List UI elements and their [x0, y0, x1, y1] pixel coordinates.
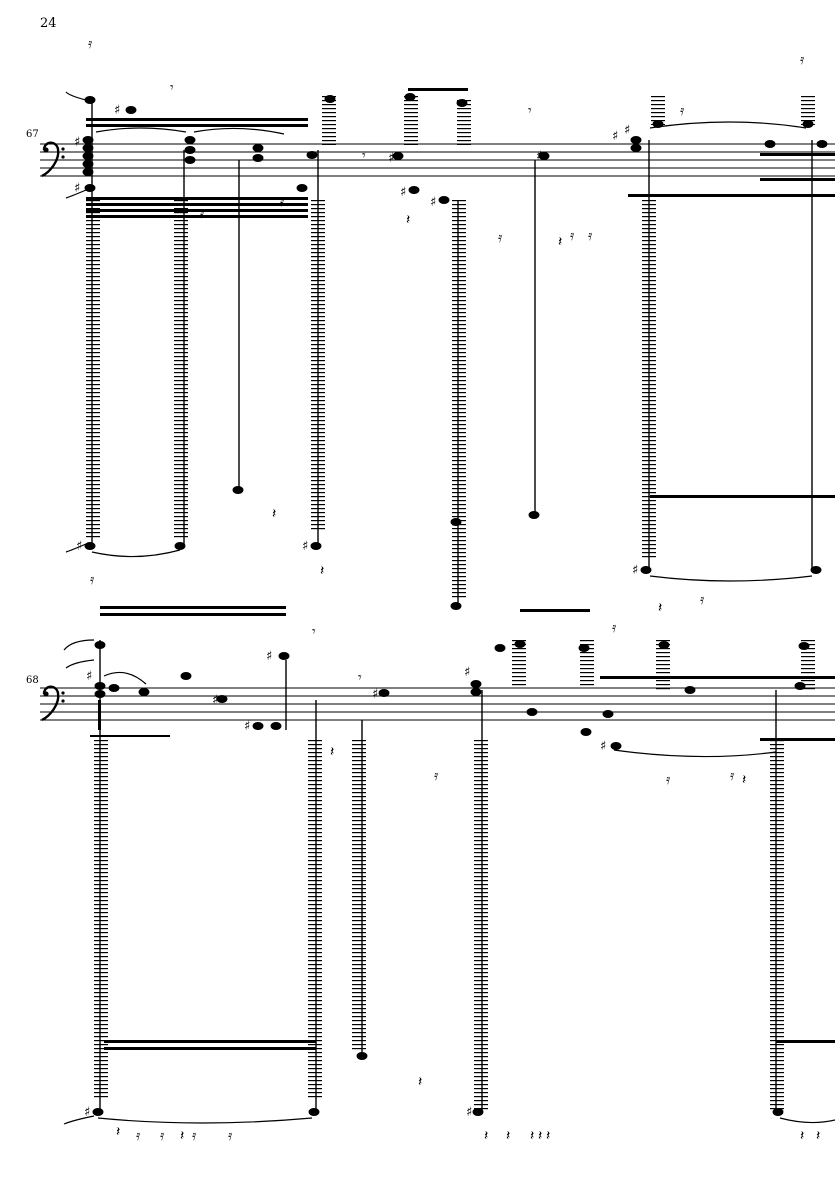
svg-text:𝄽: 𝄽: [530, 1128, 534, 1144]
svg-text:♯: ♯: [74, 181, 80, 196]
svg-text:𝄾: 𝄾: [528, 103, 532, 119]
svg-text:♯: ♯: [244, 719, 250, 734]
svg-text:𝄾: 𝄾: [170, 80, 174, 96]
svg-text:𝄽: 𝄽: [800, 1128, 804, 1144]
svg-text:𝄿: 𝄿: [666, 772, 671, 788]
svg-text:𝄿: 𝄿: [498, 230, 503, 246]
svg-text:𝄽: 𝄽: [406, 212, 410, 228]
svg-text:♯: ♯: [372, 687, 378, 702]
bass-clef-icon: [41, 685, 65, 722]
svg-text:♯: ♯: [536, 149, 542, 164]
svg-text:𝄿: 𝄿: [730, 768, 735, 784]
svg-text:♯: ♯: [84, 1105, 90, 1120]
svg-text:♯: ♯: [266, 649, 272, 664]
svg-text:𝄿: 𝄿: [88, 36, 93, 52]
svg-text:♯: ♯: [76, 539, 82, 554]
svg-text:𝄽: 𝄽: [742, 772, 746, 788]
ledger-stack: [474, 740, 488, 1110]
svg-text:𝄽: 𝄽: [484, 1128, 488, 1144]
svg-text:𝄿: 𝄿: [570, 228, 575, 244]
ledger-stack: [452, 200, 466, 600]
svg-text:𝄽: 𝄽: [272, 506, 276, 522]
svg-text:♯: ♯: [74, 135, 80, 150]
bass-clef-icon: [41, 141, 65, 178]
staff-lines-1: [40, 143, 835, 177]
svg-text:♯: ♯: [114, 103, 120, 118]
ledger-stack: [352, 740, 366, 1050]
ledger-stack: [512, 640, 526, 688]
ledger-stack: [308, 740, 322, 1100]
svg-text:𝄽: 𝄽: [538, 1128, 542, 1144]
staff-lines-2: [40, 687, 835, 721]
ledger-stack: [174, 200, 188, 540]
svg-text:𝄽: 𝄽: [418, 1074, 422, 1090]
svg-text:♯: ♯: [624, 123, 630, 138]
svg-text:♯: ♯: [464, 665, 470, 680]
svg-text:♯: ♯: [466, 1105, 472, 1120]
svg-text:𝄿: 𝄿: [228, 1128, 233, 1144]
svg-text:𝄿: 𝄿: [800, 52, 805, 68]
svg-text:♯: ♯: [400, 185, 406, 200]
svg-text:♯: ♯: [388, 151, 394, 166]
ledger-stack: [404, 95, 418, 145]
svg-text:𝄾: 𝄾: [312, 624, 316, 640]
ledger-stack: [801, 95, 815, 125]
ledger-stack: [322, 95, 336, 145]
svg-text:𝄿: 𝄿: [200, 206, 205, 222]
svg-text:𝄽: 𝄽: [658, 600, 662, 616]
svg-text:♯: ♯: [302, 539, 308, 554]
staff-system-2: ♯ ♯ ♯ ♯ ♯ ♯ ♯ ♯ ♯ 𝄾 𝄾 𝄿 𝄽 𝄽 𝄿 𝄿 𝄿 𝄽: [40, 606, 835, 1144]
svg-text:𝄽: 𝄽: [816, 1128, 820, 1144]
svg-text:𝄿: 𝄿: [612, 620, 617, 636]
svg-text:𝄾: 𝄾: [358, 670, 362, 686]
staff-system-1: ♯ ♯ ♯ ♯ ♯ ♯ ♯ ♯ ♯ ♯ ♯ ♯ 𝄾 𝄾 𝄾 𝄿 𝄿 𝄿: [40, 36, 835, 616]
svg-text:𝄿: 𝄿: [588, 228, 593, 244]
svg-text:𝄿: 𝄿: [680, 103, 685, 119]
ledger-stack: [770, 740, 784, 1110]
svg-text:𝄾: 𝄾: [362, 148, 366, 164]
svg-text:𝄿: 𝄿: [136, 1128, 141, 1144]
svg-text:𝄽: 𝄽: [558, 234, 562, 250]
svg-text:𝄽: 𝄽: [506, 1128, 510, 1144]
svg-text:♯: ♯: [86, 669, 92, 684]
measure-number-67: 67: [26, 129, 39, 140]
ledger-stack: [580, 640, 594, 688]
svg-text:♯: ♯: [430, 195, 436, 210]
svg-text:♯: ♯: [612, 129, 618, 144]
ledger-stack: [651, 95, 665, 125]
svg-text:♯: ♯: [212, 693, 218, 708]
svg-text:𝄽: 𝄽: [116, 1124, 120, 1140]
svg-text:𝄿: 𝄿: [280, 194, 285, 210]
ledger-stack: [94, 740, 108, 1100]
measure-number-68: 68: [26, 675, 39, 686]
svg-text:𝄿: 𝄿: [90, 572, 95, 588]
ledger-stack: [457, 100, 471, 145]
svg-text:𝄽: 𝄽: [546, 1128, 550, 1144]
svg-text:𝄽: 𝄽: [320, 563, 324, 579]
svg-text:♯: ♯: [600, 739, 606, 754]
svg-text:𝄽: 𝄽: [180, 1128, 184, 1144]
svg-text:𝄿: 𝄿: [160, 1128, 165, 1144]
svg-text:♯: ♯: [632, 563, 638, 578]
ledger-stack: [86, 200, 100, 540]
svg-text:𝄿: 𝄿: [434, 768, 439, 784]
svg-text:𝄿: 𝄿: [700, 592, 705, 608]
svg-text:𝄿: 𝄿: [192, 1128, 197, 1144]
page-number: 24: [40, 16, 57, 31]
svg-text:𝄽: 𝄽: [330, 744, 334, 760]
